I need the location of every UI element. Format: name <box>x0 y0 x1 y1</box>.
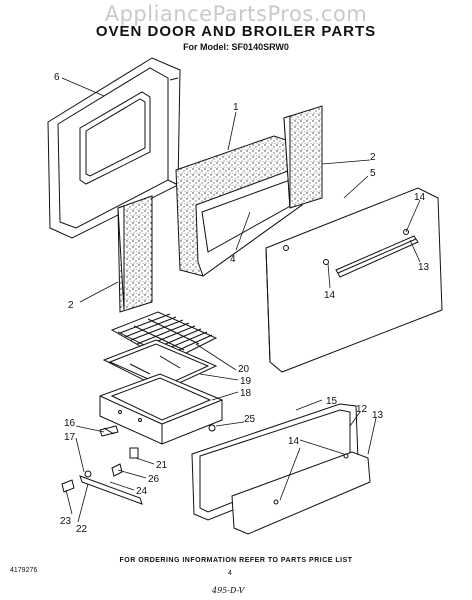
ordering-footer: FOR ORDERING INFORMATION REFER TO PARTS … <box>119 557 353 564</box>
callout-1: 1 <box>233 102 239 113</box>
page-title: OVEN DOOR AND BROILER PARTS <box>95 23 377 40</box>
callout-5: 5 <box>370 168 376 179</box>
callout-18: 18 <box>240 388 252 399</box>
callout-23: 23 <box>60 516 72 527</box>
watermark: AppliancePartsPros.com <box>104 2 368 26</box>
callout-2-left: 2 <box>68 300 74 311</box>
hinge-hardware <box>61 424 216 505</box>
outer-door-panel <box>265 187 443 373</box>
callout-21: 21 <box>156 460 168 471</box>
callout-14-lower: 14 <box>288 436 300 447</box>
callout-2-right: 2 <box>370 152 376 163</box>
page-number: 4 <box>228 570 232 577</box>
callout-17: 17 <box>64 432 76 443</box>
callout-13-handle: 13 <box>418 262 430 273</box>
callout-14-top: 14 <box>414 192 426 203</box>
callout-19: 19 <box>240 376 252 387</box>
callout-4-left: 4 <box>230 254 236 265</box>
callout-12: 12 <box>356 404 368 415</box>
callout-15: 15 <box>326 396 338 407</box>
inner-door-panel <box>47 57 181 239</box>
leader-lines <box>61 77 421 523</box>
callout-22: 22 <box>76 524 88 535</box>
insulation-batt <box>175 135 311 277</box>
broiler-drawer <box>99 373 223 445</box>
callout-14-door: 14 <box>324 290 336 301</box>
handwritten-note: 495-D-V <box>212 586 245 595</box>
part-callouts: 6 1 2 5 4 2 14 13 14 20 19 18 25 16 17 2… <box>54 72 430 535</box>
model-subtitle: For Model: SF0140SRW0 <box>183 42 289 52</box>
broiler-grid <box>110 311 218 363</box>
callout-25: 25 <box>244 414 256 425</box>
callout-20: 20 <box>238 364 250 375</box>
callout-24: 24 <box>136 486 148 497</box>
door-handle <box>335 235 419 278</box>
callout-13-lower: 13 <box>372 410 384 421</box>
broiler-door-outer-panel <box>231 451 371 535</box>
insulation-strip-right <box>283 105 323 209</box>
callout-16: 16 <box>64 418 76 429</box>
callout-26: 26 <box>148 474 160 485</box>
callout-6: 6 <box>54 72 60 83</box>
document-code: 4179276 <box>10 567 38 574</box>
insulation-strip-left <box>117 195 153 313</box>
